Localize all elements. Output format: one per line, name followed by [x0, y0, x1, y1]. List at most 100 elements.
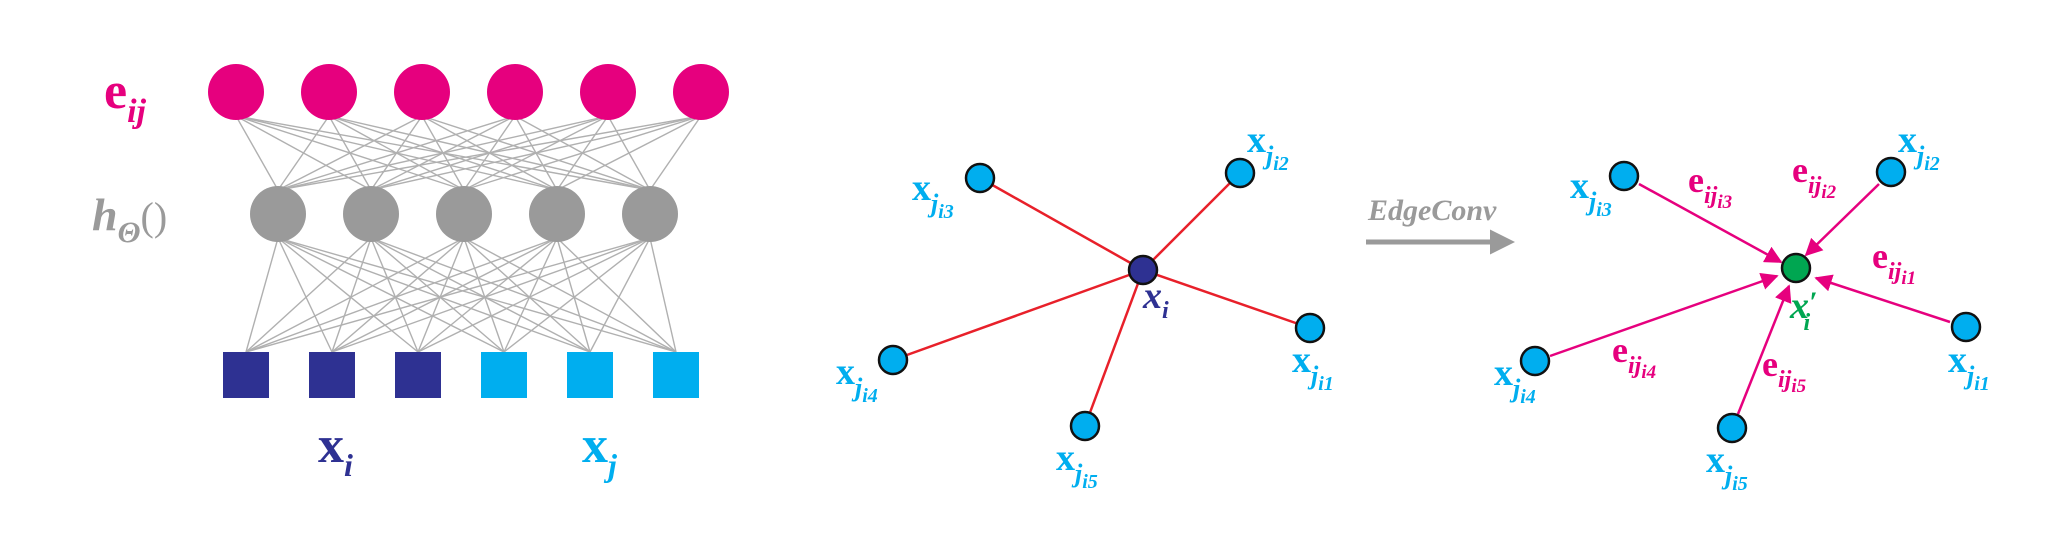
- mlp-line-hid2-in0: [245, 237, 465, 353]
- mlp-line-hid1-in1: [331, 237, 372, 353]
- center-node-label: xi: [1142, 275, 1169, 324]
- output-node: [487, 64, 543, 120]
- neighbor-label-i5: xji5: [1056, 437, 1098, 493]
- edge-i1: [1142, 268, 1311, 330]
- hidden-node: [622, 186, 678, 242]
- edge-i4: [892, 268, 1144, 362]
- directed-edge-i3: [1638, 182, 1783, 264]
- input-layer: [223, 352, 699, 398]
- output-node: [301, 64, 357, 120]
- output-node: [394, 64, 450, 120]
- mlp-panel: eij hΘ() xi xj: [92, 63, 729, 483]
- edge-label-i4: eiji4: [1612, 330, 1656, 383]
- mlp-line-hid3-in2: [417, 237, 558, 353]
- edge-label-i1: eiji1: [1872, 236, 1916, 289]
- hidden-node: [250, 186, 306, 242]
- mlp-line-out0-hid0: [235, 115, 279, 191]
- mlp-line-hid4-in1: [331, 237, 651, 353]
- input-node-i: [309, 352, 355, 398]
- mlp-line-hid3-in1: [331, 237, 558, 353]
- neighbor-label-i1: xji1: [1292, 339, 1334, 395]
- mlp-line-hid0-in0: [245, 237, 279, 353]
- neighbor-node-right-i4: [1519, 345, 1551, 377]
- mlp-line-hid4-in2: [417, 237, 651, 353]
- mlp-line-hid1-in3: [370, 237, 505, 353]
- graph-left-edges: [892, 172, 1311, 427]
- neighbor-label-i4: xji4: [836, 351, 878, 407]
- input-node-j: [481, 352, 527, 398]
- mlp-line-hid4-in4: [589, 237, 651, 353]
- mlp-line-hid4-in0: [245, 237, 651, 353]
- mlp-line-hid2-in1: [331, 237, 465, 353]
- mlp-line-hid3-in3: [503, 237, 558, 353]
- graph-left: xi xji3 xji2 xji1 xji4 xji5: [836, 119, 1334, 493]
- mlp-line-hid0-in3: [277, 237, 505, 353]
- mlp-line-hid1-in0: [245, 237, 372, 353]
- neighbor-node-i4: [877, 344, 909, 376]
- neighbor-node-right-i3: [1608, 160, 1640, 192]
- mlp-line-out5-hid1: [370, 115, 702, 191]
- directed-edge-i4: [1549, 272, 1779, 358]
- mlp-line-out5-hid0: [277, 115, 702, 191]
- edgeconv-transition: EdgeConv: [1366, 194, 1515, 255]
- neighbor-label-i3: xji3: [912, 167, 954, 223]
- neighbor-label-right-i3: xji3: [1570, 165, 1612, 221]
- edge-i3: [979, 176, 1144, 272]
- neighbor-node-i2: [1224, 157, 1256, 189]
- mlp-line-out5-hid3: [556, 115, 702, 191]
- mlp-line-hid3-in5: [556, 237, 677, 353]
- input-node-j: [653, 352, 699, 398]
- mlp-line-hid2-in2: [417, 237, 465, 353]
- input-node-j: [567, 352, 613, 398]
- mlp-line-hid2-in3: [463, 237, 505, 353]
- graph-right-edges: [1549, 182, 1951, 415]
- neighbor-node-i5: [1069, 410, 1101, 442]
- input-node-i: [395, 352, 441, 398]
- mlp-line-hid0-in5: [277, 237, 677, 353]
- mlp-line-hid3-in4: [556, 237, 591, 353]
- edge-label-i2: eiji2: [1792, 150, 1837, 203]
- mlp-line-hid4-in5: [649, 237, 677, 353]
- mlp-line-hid1-in2: [370, 237, 419, 353]
- edgeconv-label: EdgeConv: [1367, 194, 1497, 227]
- neighbor-node-i1: [1294, 312, 1326, 344]
- directed-edge-i5: [1736, 284, 1792, 415]
- output-node: [580, 64, 636, 120]
- neighbor-node-right-i5: [1716, 412, 1748, 444]
- mlp-line-hid0-in2: [277, 237, 419, 353]
- neighbor-node-right-i2: [1875, 156, 1907, 188]
- mlp-line-hid1-in4: [370, 237, 591, 353]
- neighbor-label-right-i1: xji1: [1948, 339, 1990, 395]
- mlp-connections: [235, 115, 702, 353]
- mlp-line-hid0-in1: [277, 237, 333, 353]
- mlp-line-hid0-in4: [277, 237, 591, 353]
- neighbor-node-right-i1: [1950, 311, 1982, 343]
- output-label: eij: [104, 63, 147, 130]
- input-node-i: [223, 352, 269, 398]
- edge-label-i3: eiji3: [1688, 160, 1732, 213]
- mlp-line-out3-hid0: [277, 115, 516, 191]
- mlp-line-hid2-in4: [463, 237, 591, 353]
- mlp-line-hid2-in5: [463, 237, 677, 353]
- neighbor-label-right-i5: xji5: [1706, 439, 1748, 495]
- updated-center-node: [1780, 252, 1812, 284]
- output-node: [208, 64, 264, 120]
- edge-i5: [1083, 269, 1145, 427]
- mlp-line-out2-hid0: [277, 115, 423, 191]
- hidden-node: [343, 186, 399, 242]
- hidden-label: hΘ(): [92, 189, 167, 249]
- mlp-line-hid1-in5: [370, 237, 677, 353]
- mlp-line-out1-hid0: [277, 115, 330, 191]
- mlp-line-hid3-in0: [245, 237, 558, 353]
- hidden-node: [529, 186, 585, 242]
- mlp-line-hid4-in3: [503, 237, 651, 353]
- input-label-i: xi: [318, 417, 353, 483]
- directed-edge-i1: [1814, 274, 1951, 324]
- hidden-layer: [250, 186, 678, 242]
- edge-i2: [1142, 172, 1241, 271]
- mlp-line-out5-hid4: [649, 115, 702, 191]
- mlp-line-out5-hid2: [463, 115, 702, 191]
- input-label-j: xj: [582, 417, 617, 483]
- hidden-node: [436, 186, 492, 242]
